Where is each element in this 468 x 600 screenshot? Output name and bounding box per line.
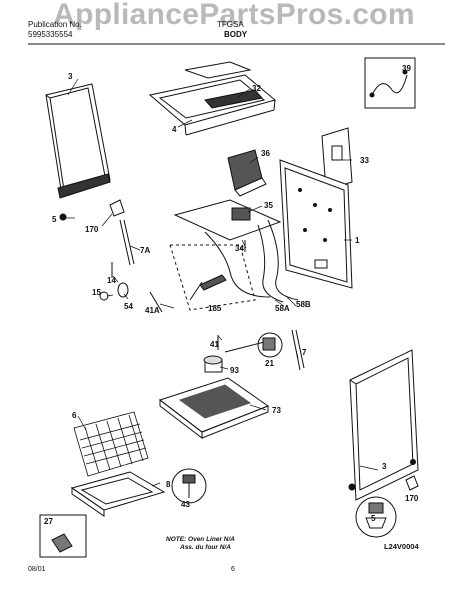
oven-rack [73, 411, 149, 477]
callout-5-bottom: 5 [371, 514, 376, 523]
detail-box-27 [39, 514, 87, 558]
center-hardware [217, 329, 305, 371]
footer-page-number: 6 [231, 566, 235, 573]
callout-7: 7 [302, 348, 307, 357]
callout-33: 33 [360, 156, 369, 165]
rear-panel [279, 159, 353, 289]
callout-58a: 58A [275, 304, 290, 313]
section-title: BODY [224, 30, 248, 39]
callout-4: 4 [172, 125, 177, 134]
model-label: TFGSA [217, 20, 244, 29]
callout-5-left: 5 [52, 215, 57, 224]
callout-43: 43 [181, 500, 190, 509]
callout-36: 36 [261, 149, 270, 158]
side-panel-left [45, 83, 111, 199]
publication-number: 5995335554 [28, 30, 73, 39]
note-line-2: Ass. du four N/A [180, 544, 231, 551]
side-panel-right [349, 349, 419, 501]
manifold-assembly [173, 199, 299, 303]
callout-34: 34 [235, 244, 244, 253]
callout-3-right: 3 [382, 462, 387, 471]
callout-93: 93 [230, 366, 239, 375]
oven-cavity-outline [169, 244, 256, 311]
callout-14: 14 [107, 276, 116, 285]
leader-lines [66, 78, 379, 487]
rear-bracket-33 [321, 127, 353, 191]
publication-label: Publication No. [28, 20, 82, 29]
callout-73: 73 [272, 406, 281, 415]
callout-35: 35 [264, 201, 273, 210]
leg-detail-5 [355, 496, 397, 538]
footer-date: 08/01 [28, 566, 46, 573]
callout-39: 39 [402, 64, 411, 73]
callout-3-top: 3 [68, 72, 73, 81]
callout-41: 41 [210, 340, 219, 349]
callout-170-left: 170 [85, 225, 99, 234]
callout-41a: 41A [145, 306, 160, 315]
diagram-code: L24V0004 [384, 542, 419, 551]
callout-185: 185 [208, 304, 222, 313]
callout-58b: 58B [296, 300, 311, 309]
oven-bottom [158, 377, 270, 440]
leveling-leg-detail [171, 468, 207, 504]
knob-93 [203, 355, 223, 373]
top-frame [148, 61, 277, 136]
callout-15: 15 [92, 288, 101, 297]
broiler-pan [70, 471, 166, 517]
callout-170-right: 170 [405, 494, 419, 503]
callout-8: 8 [166, 480, 171, 489]
callout-21: 21 [265, 359, 274, 368]
callout-54: 54 [124, 302, 133, 311]
callout-27: 27 [44, 517, 53, 526]
callout-7a: 7A [140, 246, 151, 255]
note-line-1: NOTE: Oven Liner N/A [166, 536, 235, 543]
wire-harness-box [364, 57, 416, 109]
right-hardware [348, 459, 419, 491]
left-hardware [59, 199, 203, 313]
callout-1: 1 [355, 236, 360, 245]
callout-32: 32 [252, 84, 261, 93]
callout-6: 6 [72, 411, 77, 420]
igniter-185 [199, 274, 227, 291]
